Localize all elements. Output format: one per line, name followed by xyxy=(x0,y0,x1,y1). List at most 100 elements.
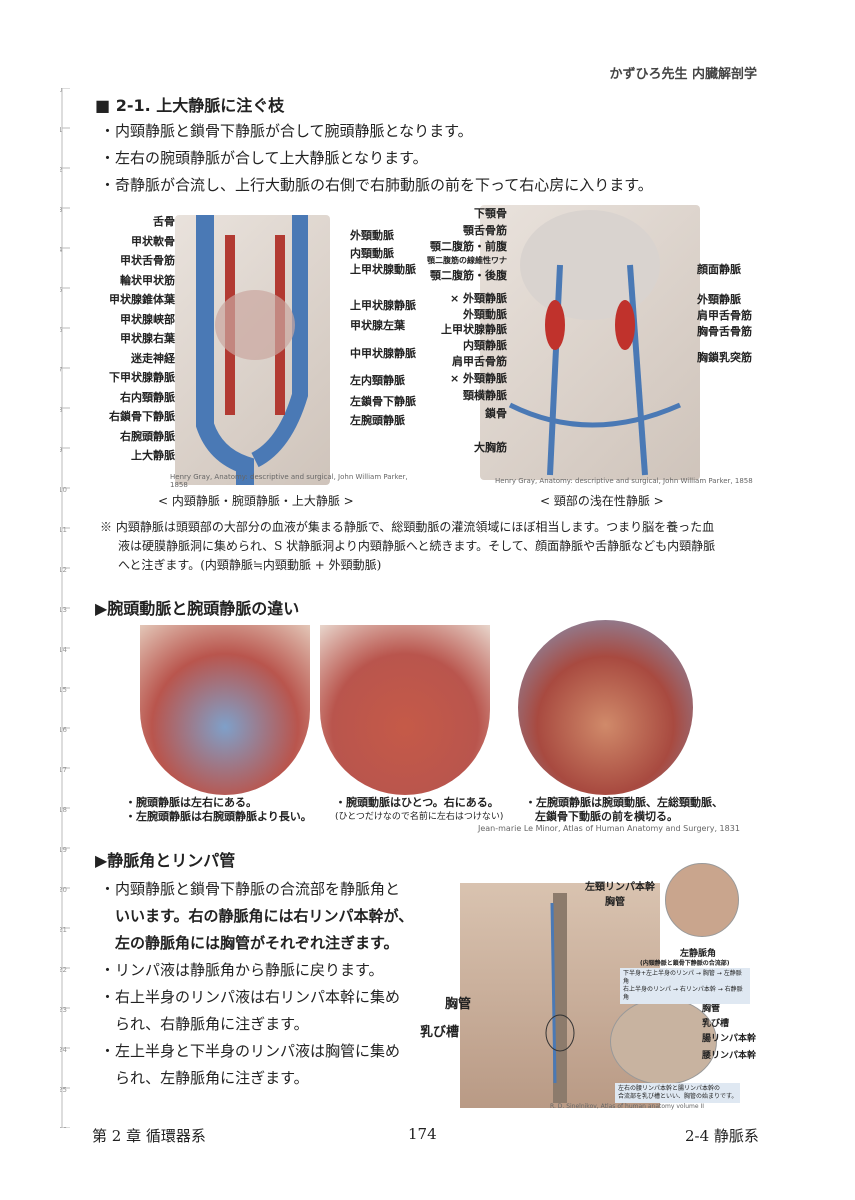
anatomy-label: 腰リンパ本幹 xyxy=(702,1051,757,1061)
anatomy-label: 上甲状腺動脈 xyxy=(350,263,416,276)
margin-ruler: 0123456789101112131415161718192021222324… xyxy=(60,88,70,1128)
figure-credit: R. D. Sinelnikov, Atlas of human anatomy… xyxy=(550,1103,705,1110)
running-header: かずひろ先生 内臓解剖学 xyxy=(609,67,757,82)
caption-line: ・腕頭静脈は左右にある。 xyxy=(125,796,257,809)
note-line: ※ 内頸静脈は頭頸部の大部分の血液が集まる静脈で、総頸動脈の灌流領域にほぼ相当し… xyxy=(100,520,715,534)
anatomy-label: 顔面静脈 xyxy=(697,263,741,276)
anatomy-label: 左頸リンパ本幹 xyxy=(585,882,655,893)
anatomy-label: 肩甲舌骨筋 xyxy=(697,309,752,322)
ruler-number: 22 xyxy=(60,966,67,974)
anatomy-illustration xyxy=(175,215,330,485)
ruler-number: 12 xyxy=(60,566,67,574)
anatomy-label: 頸横静脈 xyxy=(463,389,507,402)
anatomy-label: 左腕頭静脈 xyxy=(350,414,405,427)
figure-caption: < 頸部の浅在性静脈 > xyxy=(540,494,664,508)
illustration-brachiocephalic-veins xyxy=(140,625,310,795)
ruler-number: 23 xyxy=(60,1006,67,1014)
illustration-brachiocephalic-artery xyxy=(320,625,490,795)
anatomy-label: 胸骨舌骨筋 xyxy=(697,325,752,338)
figure-credit: Henry Gray, Anatomy: descriptive and sur… xyxy=(170,473,408,489)
bullet-line: ・リンパ液は静脈角から静脈に戻ります。 xyxy=(100,961,384,979)
ruler-number: 19 xyxy=(60,846,67,854)
anatomy-label: 内頸動脈 xyxy=(350,247,394,260)
note-block: ※ 内頸静脈は頭頸部の大部分の血液が集まる静脈で、総頸動脈の灌流領域にほぼ相当し… xyxy=(100,518,780,575)
ruler-number: 15 xyxy=(60,686,67,694)
anatomy-label: 中甲状腺静脈 xyxy=(350,347,416,360)
illustration-caption: ・腕頭動脈はひとつ。右にある。 (ひとつだけなので名前に左右はつけない) xyxy=(335,796,503,824)
anatomy-label: 右腕頭静脈 xyxy=(120,429,175,443)
ruler-number: 1 xyxy=(60,126,62,134)
ruler-number: 21 xyxy=(60,926,67,934)
ruler-number: 4 xyxy=(60,246,63,254)
info-line: 右上半身のリンパ → 右リンパ本幹 → 右静脈角 xyxy=(623,986,743,1001)
anatomy-label: 甲状腺峡部 xyxy=(120,312,175,326)
anatomy-label: 胸鎖乳突筋 xyxy=(697,351,752,364)
anatomy-label: 舌骨 xyxy=(153,215,175,228)
section-title: ■ 2-1. 上大静脈に注ぐ枝 xyxy=(95,96,285,115)
anatomy-label: 鎖骨 xyxy=(485,407,507,420)
anatomy-label: 甲状腺右葉 xyxy=(120,332,175,345)
anatomy-label: 上甲状腺静脈 xyxy=(350,299,416,312)
ruler-number: 18 xyxy=(60,806,67,814)
vein-sketch xyxy=(196,215,308,485)
ruler-number: 8 xyxy=(60,406,62,414)
anatomy-label: 乳び槽 xyxy=(420,1025,460,1040)
bullet-list: ・内頸静脈と鎖骨下静脈の合流部を静脈角と いいます。右の静脈角には右リンパ本幹が… xyxy=(100,876,445,1092)
ruler-number: 10 xyxy=(60,486,67,494)
anatomy-label: 上甲状腺静脈 xyxy=(441,323,507,336)
anatomy-label: 甲状腺左葉 xyxy=(350,319,405,332)
figure-credit: Henry Gray, Anatomy: descriptive and sur… xyxy=(495,477,753,485)
anatomy-label: 胸管 xyxy=(445,997,472,1012)
anatomy-label: 外頸動脈 xyxy=(350,229,394,242)
zoom-venous-angle xyxy=(665,863,739,937)
ruler-number: 3 xyxy=(60,206,62,214)
anatomy-label: 乳び槽 xyxy=(702,1019,730,1029)
anatomy-label: 顎二腹筋・後腹 xyxy=(430,269,507,282)
figure-credit: Jean-marie Le Minor, Atlas of Human Anat… xyxy=(478,824,740,833)
anatomy-label: 胸管 xyxy=(605,897,625,908)
anatomy-label: 顎舌骨筋 xyxy=(463,224,507,237)
ruler-number: 5 xyxy=(60,286,62,294)
footer-section: 2-4 静脈系 xyxy=(685,1127,759,1145)
caption-line: (ひとつだけなので名前に左右はつけない) xyxy=(335,812,504,822)
info-line: 左右の腰リンパ本幹と腸リンパ本幹の xyxy=(618,1085,721,1092)
anatomy-label: (内頸静脈と鎖骨下静脈の合流部) xyxy=(640,960,730,967)
caption-line: ・左腕頭静脈は右腕頭静脈より長い。 xyxy=(125,810,312,823)
anatomy-label: 上大静脈 xyxy=(131,449,175,462)
bullet-line: ・左上半身と下半身のリンパ液は胸管に集め xyxy=(100,1042,401,1060)
anatomy-label: 右鎖骨下静脈 xyxy=(109,410,175,423)
section-title: ▶静脈角とリンパ管 xyxy=(95,851,236,870)
anatomy-label: 大胸筋 xyxy=(474,441,507,454)
anatomy-label: 顎二腹筋の線維性ワナ xyxy=(427,256,507,265)
bullet-line: ・奇静脈が合流し、上行大動脈の右側で右肺動脈の前を下って右心房に入ります。 xyxy=(100,176,653,194)
info-line: 下半身+左上半身のリンパ → 胸管 → 左静脈角 xyxy=(623,970,742,985)
bullet-line: 左の静脈角には胸管がそれぞれ注ぎます。 xyxy=(100,934,399,952)
anatomy-label: 甲状腺錐体葉 xyxy=(109,293,175,306)
ruler-number: 25 xyxy=(60,1086,67,1094)
info-box: 左右の腰リンパ本幹と腸リンパ本幹の 合流部を乳び槽といい、胸管の始まりです。 xyxy=(615,1083,741,1103)
caption-line: ・腕頭動脈はひとつ。右にある。 xyxy=(335,796,499,809)
anatomy-label: 腸リンパ本幹 xyxy=(702,1034,757,1044)
zoom-cisterna-chyli xyxy=(610,998,717,1085)
info-line: 合流部を乳び槽といい、胸管の始まりです。 xyxy=(618,1093,738,1100)
anatomy-label: 肩甲舌骨筋 xyxy=(452,355,507,368)
ruler-number: 7 xyxy=(60,366,62,374)
bullet-line: られ、右静脈角に注ぎます。 xyxy=(100,1015,309,1033)
figure-thoracic-duct: 左頸リンパ本幹胸管左静脈角(内頸静脈と鎖骨下静脈の合流部)胸管乳び槽胸管乳び槽腸… xyxy=(420,858,756,1113)
bullet-line: られ、左静脈角に注ぎます。 xyxy=(100,1069,309,1087)
bullet-line: ・右上半身のリンパ液は右リンパ本幹に集め xyxy=(100,988,401,1006)
ruler-number: 11 xyxy=(60,526,67,534)
note-line: 液は硬膜静脈洞に集められ、S 状静脈洞より内頸静脈へと続きます。そして、顔面静脈… xyxy=(118,539,716,553)
anatomy-label: 外頸動脈 xyxy=(463,308,507,321)
section-title: ▶腕頭動脈と腕頭静脈の違い xyxy=(95,599,300,618)
ruler-number: 16 xyxy=(60,726,67,734)
illustration-heart-vessels xyxy=(518,620,693,795)
ruler-number: 9 xyxy=(60,446,62,454)
caption-line: 左鎖骨下動脈の前を横切る。 xyxy=(535,810,678,823)
anatomy-label: 下顎骨 xyxy=(474,207,507,220)
vein-sketch xyxy=(508,210,682,476)
note-line: へと注ぎます。(内頸静脈≒内頸動脈 + 外頸動脈) xyxy=(118,558,382,572)
ruler-number: 2 xyxy=(60,166,62,174)
info-box: 下半身+左上半身のリンパ → 胸管 → 左静脈角 右上半身のリンパ → 右リンパ… xyxy=(620,968,750,1004)
bullet-line: ・内頸静脈と鎖骨下静脈が合して腕頭静脈となります。 xyxy=(100,122,473,140)
